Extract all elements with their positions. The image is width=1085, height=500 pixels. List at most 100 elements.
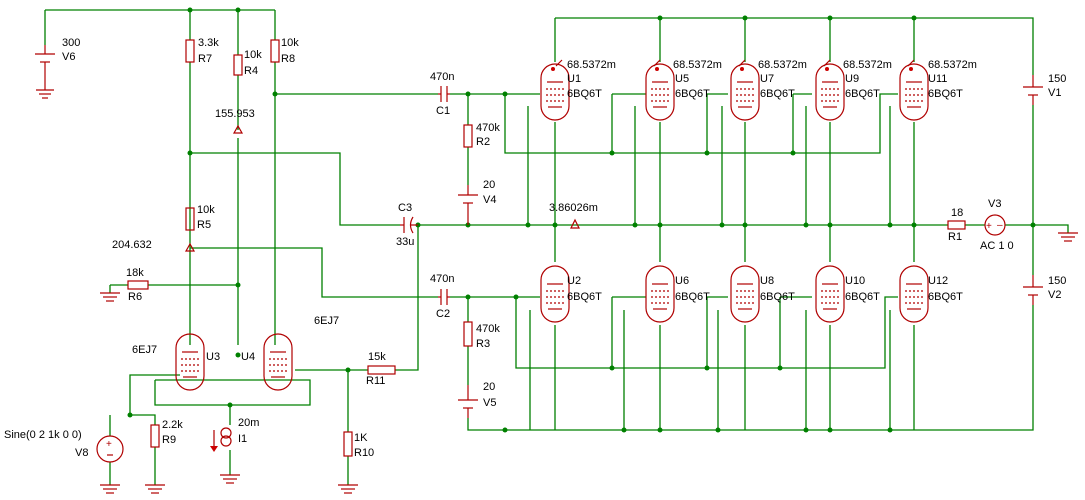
sine-source-v8: +: [96, 435, 124, 494]
r11-name: R11: [366, 375, 385, 387]
r7-name: R7: [198, 53, 212, 65]
r5-name: R5: [197, 219, 211, 231]
r4-value: 10k: [244, 49, 262, 61]
r2-name: R2: [476, 136, 490, 148]
r9-value: 2.2k: [162, 419, 183, 431]
probe-icon: [570, 218, 580, 229]
u7-name: U7: [760, 73, 774, 85]
battery-v4: [458, 185, 478, 225]
driver-tube-type-2: 6EJ7: [314, 315, 339, 327]
r10-name: R10: [354, 447, 374, 459]
tube-u8: [730, 265, 760, 323]
junction-dots: [127, 7, 1036, 433]
r8-name: R8: [281, 53, 295, 65]
r9-name: R9: [162, 434, 176, 446]
v6-value: 300: [62, 37, 80, 49]
svg-text:+: +: [986, 221, 992, 232]
grounds: [100, 232, 1078, 494]
r4-name: R4: [244, 65, 258, 77]
u12-type: 6BQ6T: [928, 291, 963, 303]
battery-v1: [1023, 75, 1043, 105]
ground-r9: [145, 484, 165, 494]
r5-value: 10k: [197, 204, 215, 216]
capacitor-c3: [400, 216, 418, 234]
r1-name: R1: [948, 231, 962, 243]
ground-r6: [100, 292, 120, 302]
wires: [44, 9, 1069, 485]
ground-output: [1058, 232, 1078, 242]
tube-u11: [899, 63, 929, 121]
u12-name: U12: [928, 275, 948, 287]
u5-name: U5: [675, 73, 689, 85]
tube-u2: [540, 265, 570, 323]
ac-sources: + – +: [96, 214, 1006, 494]
v2-value: 150: [1048, 275, 1066, 287]
driver-tube-type: 6EJ7: [132, 344, 157, 356]
u7-current: 68.5372m: [758, 59, 807, 71]
c2-value: 470n: [430, 273, 454, 285]
r6-value: 18k: [126, 267, 144, 279]
v8-name: V8: [75, 447, 88, 459]
svg-text:+: +: [106, 439, 112, 450]
u1-current: 68.5372m: [567, 59, 616, 71]
u1-name: U1: [567, 73, 581, 85]
probe-markers: [184, 59, 915, 252]
u5-current: 68.5372m: [673, 59, 722, 71]
tube-u6: [645, 265, 675, 323]
labels: 300 V6 150 V1 150 V2 20 V4 20 V5 V3 AC 1…: [4, 37, 1066, 459]
u11-name: U11: [928, 73, 947, 85]
u6-name: U6: [675, 275, 689, 287]
v1-name: V1: [1048, 87, 1061, 99]
capacitor-c1: [438, 86, 450, 102]
tube-u7: [730, 63, 760, 121]
resistor-r5: [185, 207, 195, 231]
resistor-r10: [343, 431, 353, 457]
tube-u9: [815, 63, 845, 121]
tube-u5: [645, 63, 675, 121]
v5-value: 20: [483, 381, 495, 393]
v6-name: V6: [62, 51, 75, 63]
u8-name: U8: [760, 275, 774, 287]
r1-value: 18: [951, 207, 963, 219]
tube-u10: [815, 265, 845, 323]
r6-name: R6: [128, 291, 142, 303]
u11-type: 6BQ6T: [928, 88, 963, 100]
resistor-r9: [150, 424, 160, 448]
u8-type: 6BQ6T: [760, 291, 795, 303]
i1-value: 20m: [238, 417, 259, 429]
resistor-r11: [367, 365, 396, 375]
u6-type: 6BQ6T: [675, 291, 710, 303]
v4-name: V4: [483, 194, 496, 206]
probe-voltage-204: 204.632: [112, 239, 152, 251]
r3-value: 470k: [476, 323, 500, 335]
resistor-r3: [463, 321, 473, 347]
v3-name: V3: [988, 198, 1001, 210]
u9-current: 68.5372m: [843, 59, 892, 71]
probe-icon: [184, 242, 196, 252]
tube-u1: [540, 63, 570, 121]
current-probe-icons: [551, 59, 915, 71]
current-source-i1: [210, 427, 240, 484]
tube-u4: [263, 333, 293, 391]
i1-name: I1: [238, 433, 247, 445]
capacitor-c2: [438, 289, 450, 305]
r3-name: R3: [476, 338, 490, 350]
u10-name: U10: [845, 275, 865, 287]
v1-value: 150: [1048, 73, 1066, 85]
u9-type: 6BQ6T: [845, 88, 880, 100]
capacitors: [400, 86, 450, 305]
resistor-r6: [127, 280, 149, 290]
v3-value: AC 1 0: [980, 240, 1014, 252]
u10-type: 6BQ6T: [845, 291, 880, 303]
r2-value: 470k: [476, 122, 500, 134]
u11-current: 68.5372m: [928, 59, 977, 71]
u5-type: 6BQ6T: [675, 88, 710, 100]
resistor-r4: [233, 54, 243, 76]
ground-r10: [338, 484, 358, 494]
resistor-r2: [463, 124, 473, 148]
v8-value: Sine(0 2 1k 0 0): [4, 429, 82, 441]
c1-value: 470n: [430, 71, 454, 83]
r8-value: 10k: [281, 37, 299, 49]
dc-sources: [35, 45, 1043, 418]
resistors: [127, 39, 966, 457]
